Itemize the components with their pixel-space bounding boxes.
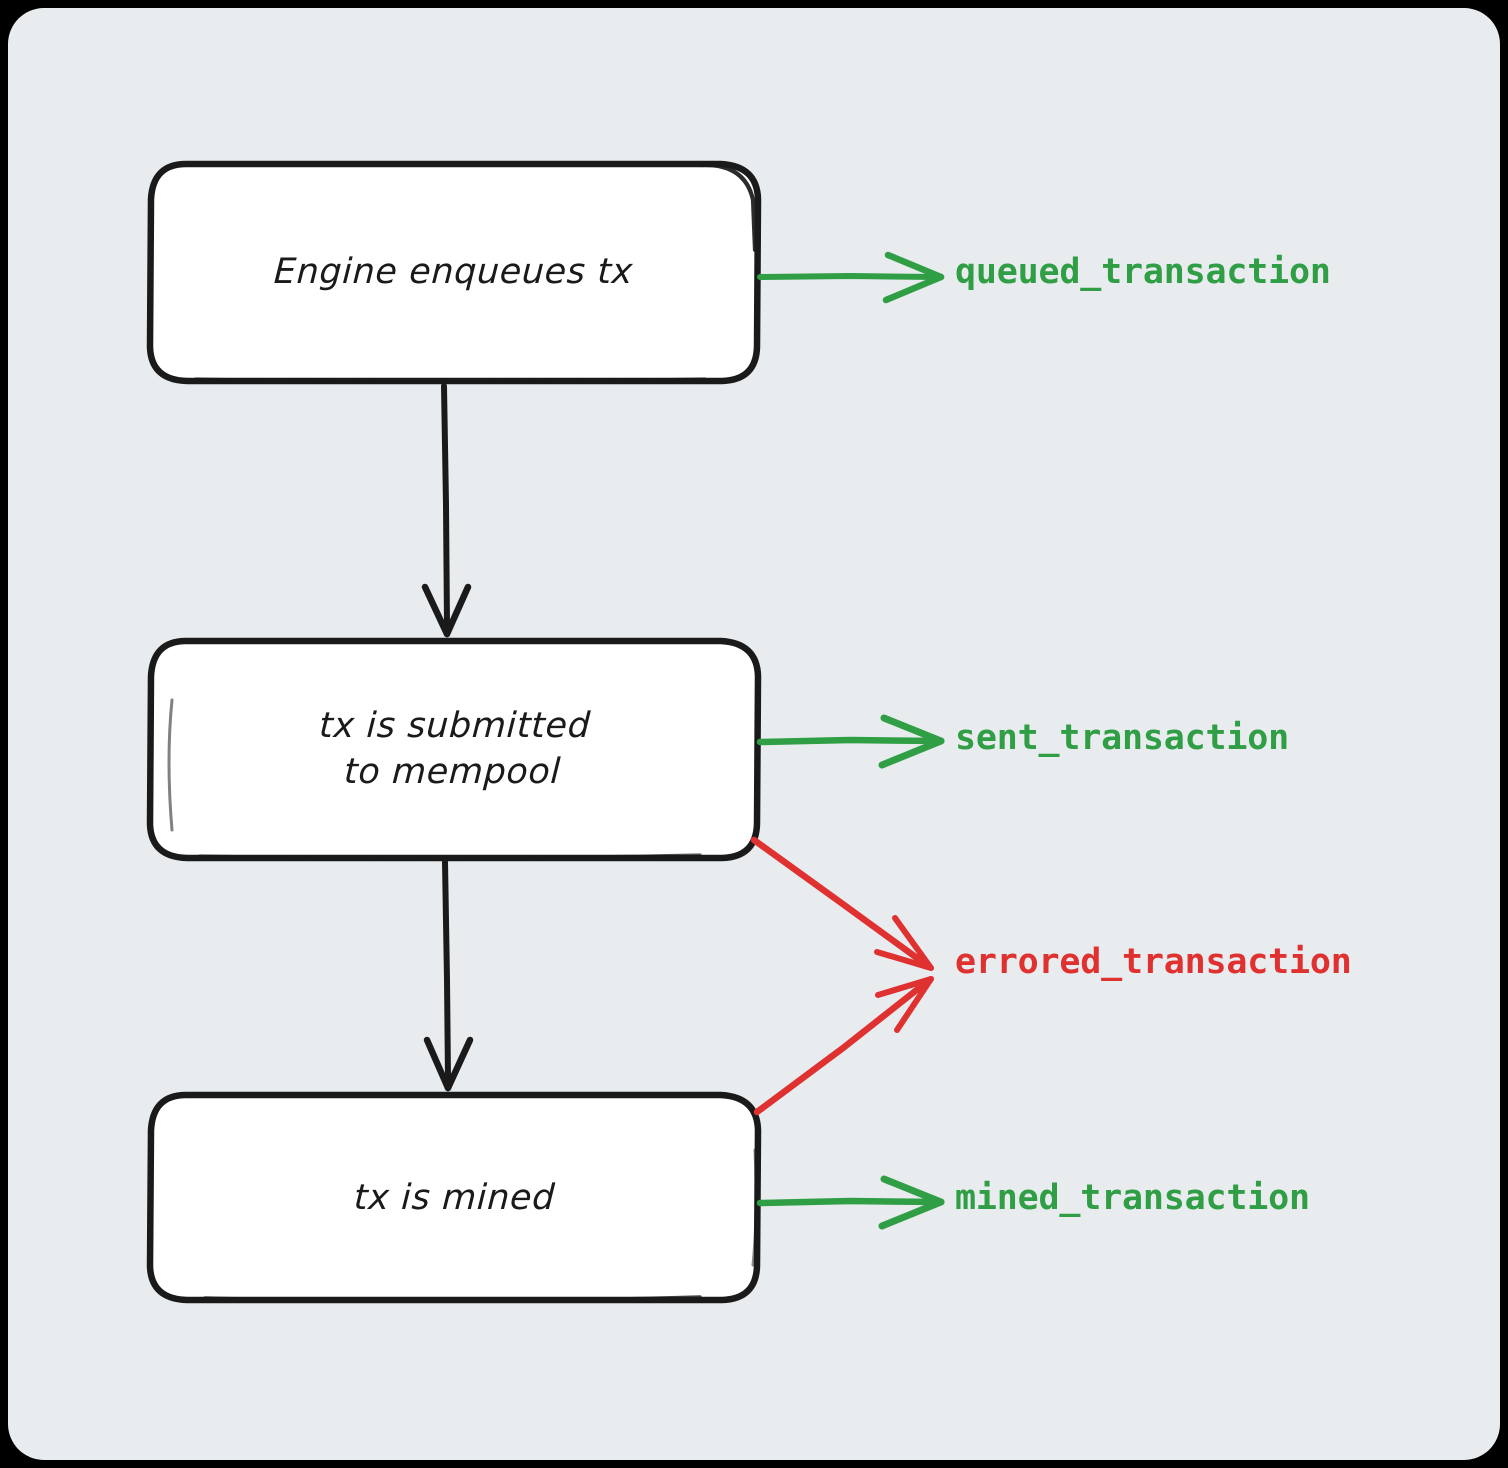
node-submitted-label: tx is submitted to mempool (318, 705, 592, 792)
node-mined-label: tx is mined (352, 1177, 556, 1218)
event-label-mined-transaction[interactable]: mined_transaction (955, 1178, 1310, 1218)
event-label-queued-transaction[interactable]: queued_transaction (955, 252, 1331, 292)
node-outline-mined (146, 1091, 762, 1304)
node-mined[interactable]: tx is mined (150, 1094, 758, 1302)
event-arrow-queued (757, 251, 945, 304)
event-arrow-errored-from-submitted (750, 836, 934, 971)
node-submitted[interactable]: tx is submitted to mempool (150, 640, 758, 858)
flow-arrow-submitted-to-mined (423, 859, 474, 1092)
flow-arrow-enqueued-to-submitted (421, 383, 472, 638)
node-enqueued[interactable]: Engine enqueues tx (150, 163, 758, 381)
event-label-errored-transaction[interactable]: errored_transaction (955, 942, 1352, 982)
event-arrow-sent (756, 714, 945, 769)
node-outline-enqueued (146, 160, 762, 385)
event-arrow-errored-from-mined (753, 976, 934, 1116)
node-outline-submitted (146, 637, 762, 862)
event-label-sent-transaction[interactable]: sent_transaction (955, 718, 1289, 758)
event-arrow-mined (756, 1175, 945, 1230)
node-enqueued-label: Engine enqueues tx (273, 251, 635, 292)
